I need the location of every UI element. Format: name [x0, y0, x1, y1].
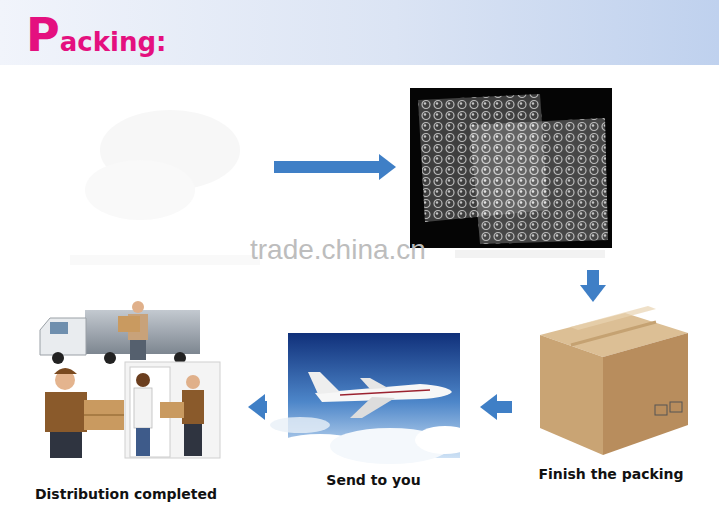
delivery-picture	[40, 301, 220, 458]
flow-arrow	[274, 161, 379, 173]
caption-text: Send to you	[281, 472, 466, 488]
flow-arrow	[265, 401, 267, 413]
picture-node: Send to you	[281, 330, 466, 488]
bubble-wrap-picture	[410, 88, 612, 258]
diagram-title: Packing:	[26, 8, 166, 62]
picture-node: Distribution completed	[18, 296, 234, 502]
watermark: trade.china.cn	[250, 234, 426, 266]
faded-picture	[70, 110, 260, 265]
flow-arrow	[587, 270, 599, 285]
cardboard-box-picture	[540, 306, 688, 455]
airplane-picture	[270, 333, 475, 466]
picture-node: Finish the packing	[526, 310, 696, 482]
caption-text: Distribution completed	[18, 486, 234, 502]
picture-node	[410, 88, 612, 262]
flow-arrow	[497, 401, 512, 413]
caption-text: Finish the packing	[526, 466, 696, 482]
picture-node	[60, 90, 260, 270]
